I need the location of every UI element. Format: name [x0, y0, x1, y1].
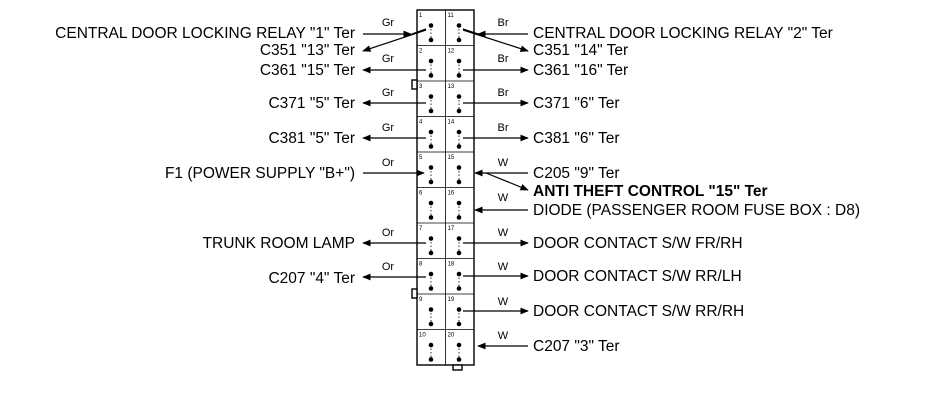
right-label-diode: DIODE (PASSENGER ROOM FUSE BOX : D8)	[533, 202, 860, 219]
right-wire-relay-2: Br	[498, 17, 509, 29]
pin-number-4: 4	[419, 120, 423, 126]
pin-number-3: 3	[419, 84, 423, 90]
right-label-door-fr-rh: DOOR CONTACT S/W FR/RH	[533, 235, 743, 252]
pin-number-20: 20	[448, 333, 455, 339]
pin-dot-13	[456, 94, 462, 99]
pin-number-19: 19	[448, 297, 455, 303]
right-leads: CENTRAL DOOR LOCKING RELAY "2" Ter Br C3…	[462, 17, 860, 355]
pin-number-14: 14	[448, 120, 455, 126]
left-label-c371: C371 "5" Ter	[268, 95, 355, 112]
left-wire-trunk-lamp: Or	[382, 227, 395, 239]
pin-number-5: 5	[419, 155, 423, 161]
pin-number-9: 9	[419, 297, 423, 303]
right-label-c381: C381 "6" Ter	[533, 130, 620, 147]
left-leads: CENTRAL DOOR LOCKING RELAY "1" Ter Gr C3…	[55, 17, 427, 287]
pin-number-1: 1	[419, 13, 423, 19]
pin-number-17: 17	[448, 226, 455, 232]
left-label-c361: C361 "15" Ter	[260, 62, 355, 79]
pin-number-7: 7	[419, 226, 423, 232]
pin-number-10: 10	[419, 333, 426, 339]
pin-number-15: 15	[448, 155, 455, 161]
right-wire-door-rr-lh: W	[498, 261, 509, 273]
right-wire-c381: Br	[498, 122, 509, 134]
right-wire-c371: Br	[498, 87, 509, 99]
left-wire-c371: Gr	[382, 87, 395, 99]
right-arrow-c351	[462, 29, 529, 52]
right-label-door-rr-lh: DOOR CONTACT S/W RR/LH	[533, 268, 742, 285]
right-label-door-rr-rh: DOOR CONTACT S/W RR/RH	[533, 303, 744, 320]
right-wire-c361: Br	[498, 53, 509, 65]
right-label-c371: C371 "6" Ter	[533, 95, 620, 112]
right-label-anti-theft: ANTI THEFT CONTROL "15" Ter	[533, 183, 768, 200]
right-label-c207-3: C207 "3" Ter	[533, 338, 620, 355]
right-wire-diode: W	[498, 192, 509, 204]
pin-number-2: 2	[419, 49, 423, 55]
pin-number-6: 6	[419, 191, 423, 197]
right-label-c361: C361 "16" Ter	[533, 62, 628, 79]
pin-number-12: 12	[448, 49, 455, 55]
left-wire-f1: Or	[382, 157, 395, 169]
pin-number-18: 18	[448, 262, 455, 268]
left-wire-c207-4: Or	[382, 261, 395, 273]
pin-number-11: 11	[448, 13, 455, 19]
left-label-c207-4: C207 "4" Ter	[268, 270, 355, 287]
left-label-c381: C381 "5" Ter	[268, 130, 355, 147]
left-wire-c361: Gr	[382, 53, 395, 65]
left-label-trunk-lamp: TRUNK ROOM LAMP	[203, 235, 355, 252]
pin-number-13: 13	[448, 84, 455, 90]
right-arrow-anti-theft	[485, 172, 529, 191]
right-label-relay-2: CENTRAL DOOR LOCKING RELAY "2" Ter	[533, 25, 833, 42]
left-label-f1: F1 (POWER SUPPLY "B+")	[165, 165, 355, 182]
right-wire-door-rr-rh: W	[498, 296, 509, 308]
pin-number-16: 16	[448, 191, 455, 197]
left-wire-c381: Gr	[382, 122, 395, 134]
right-wire-door-fr-rh: W	[498, 227, 509, 239]
left-label-relay-1: CENTRAL DOOR LOCKING RELAY "1" Ter	[55, 25, 355, 42]
pin-dot-3	[428, 94, 434, 99]
right-wire-c207-3: W	[498, 330, 509, 342]
right-label-c205: C205 "9" Ter	[533, 165, 620, 182]
left-label-c351: C351 "13" Ter	[260, 42, 355, 59]
right-label-c351: C351 "14" Ter	[533, 42, 628, 59]
left-arrow-c351	[362, 29, 427, 52]
left-wire-relay-1: Gr	[382, 17, 395, 29]
right-wire-c205: W	[498, 157, 509, 169]
pin-number-8: 8	[419, 262, 423, 268]
